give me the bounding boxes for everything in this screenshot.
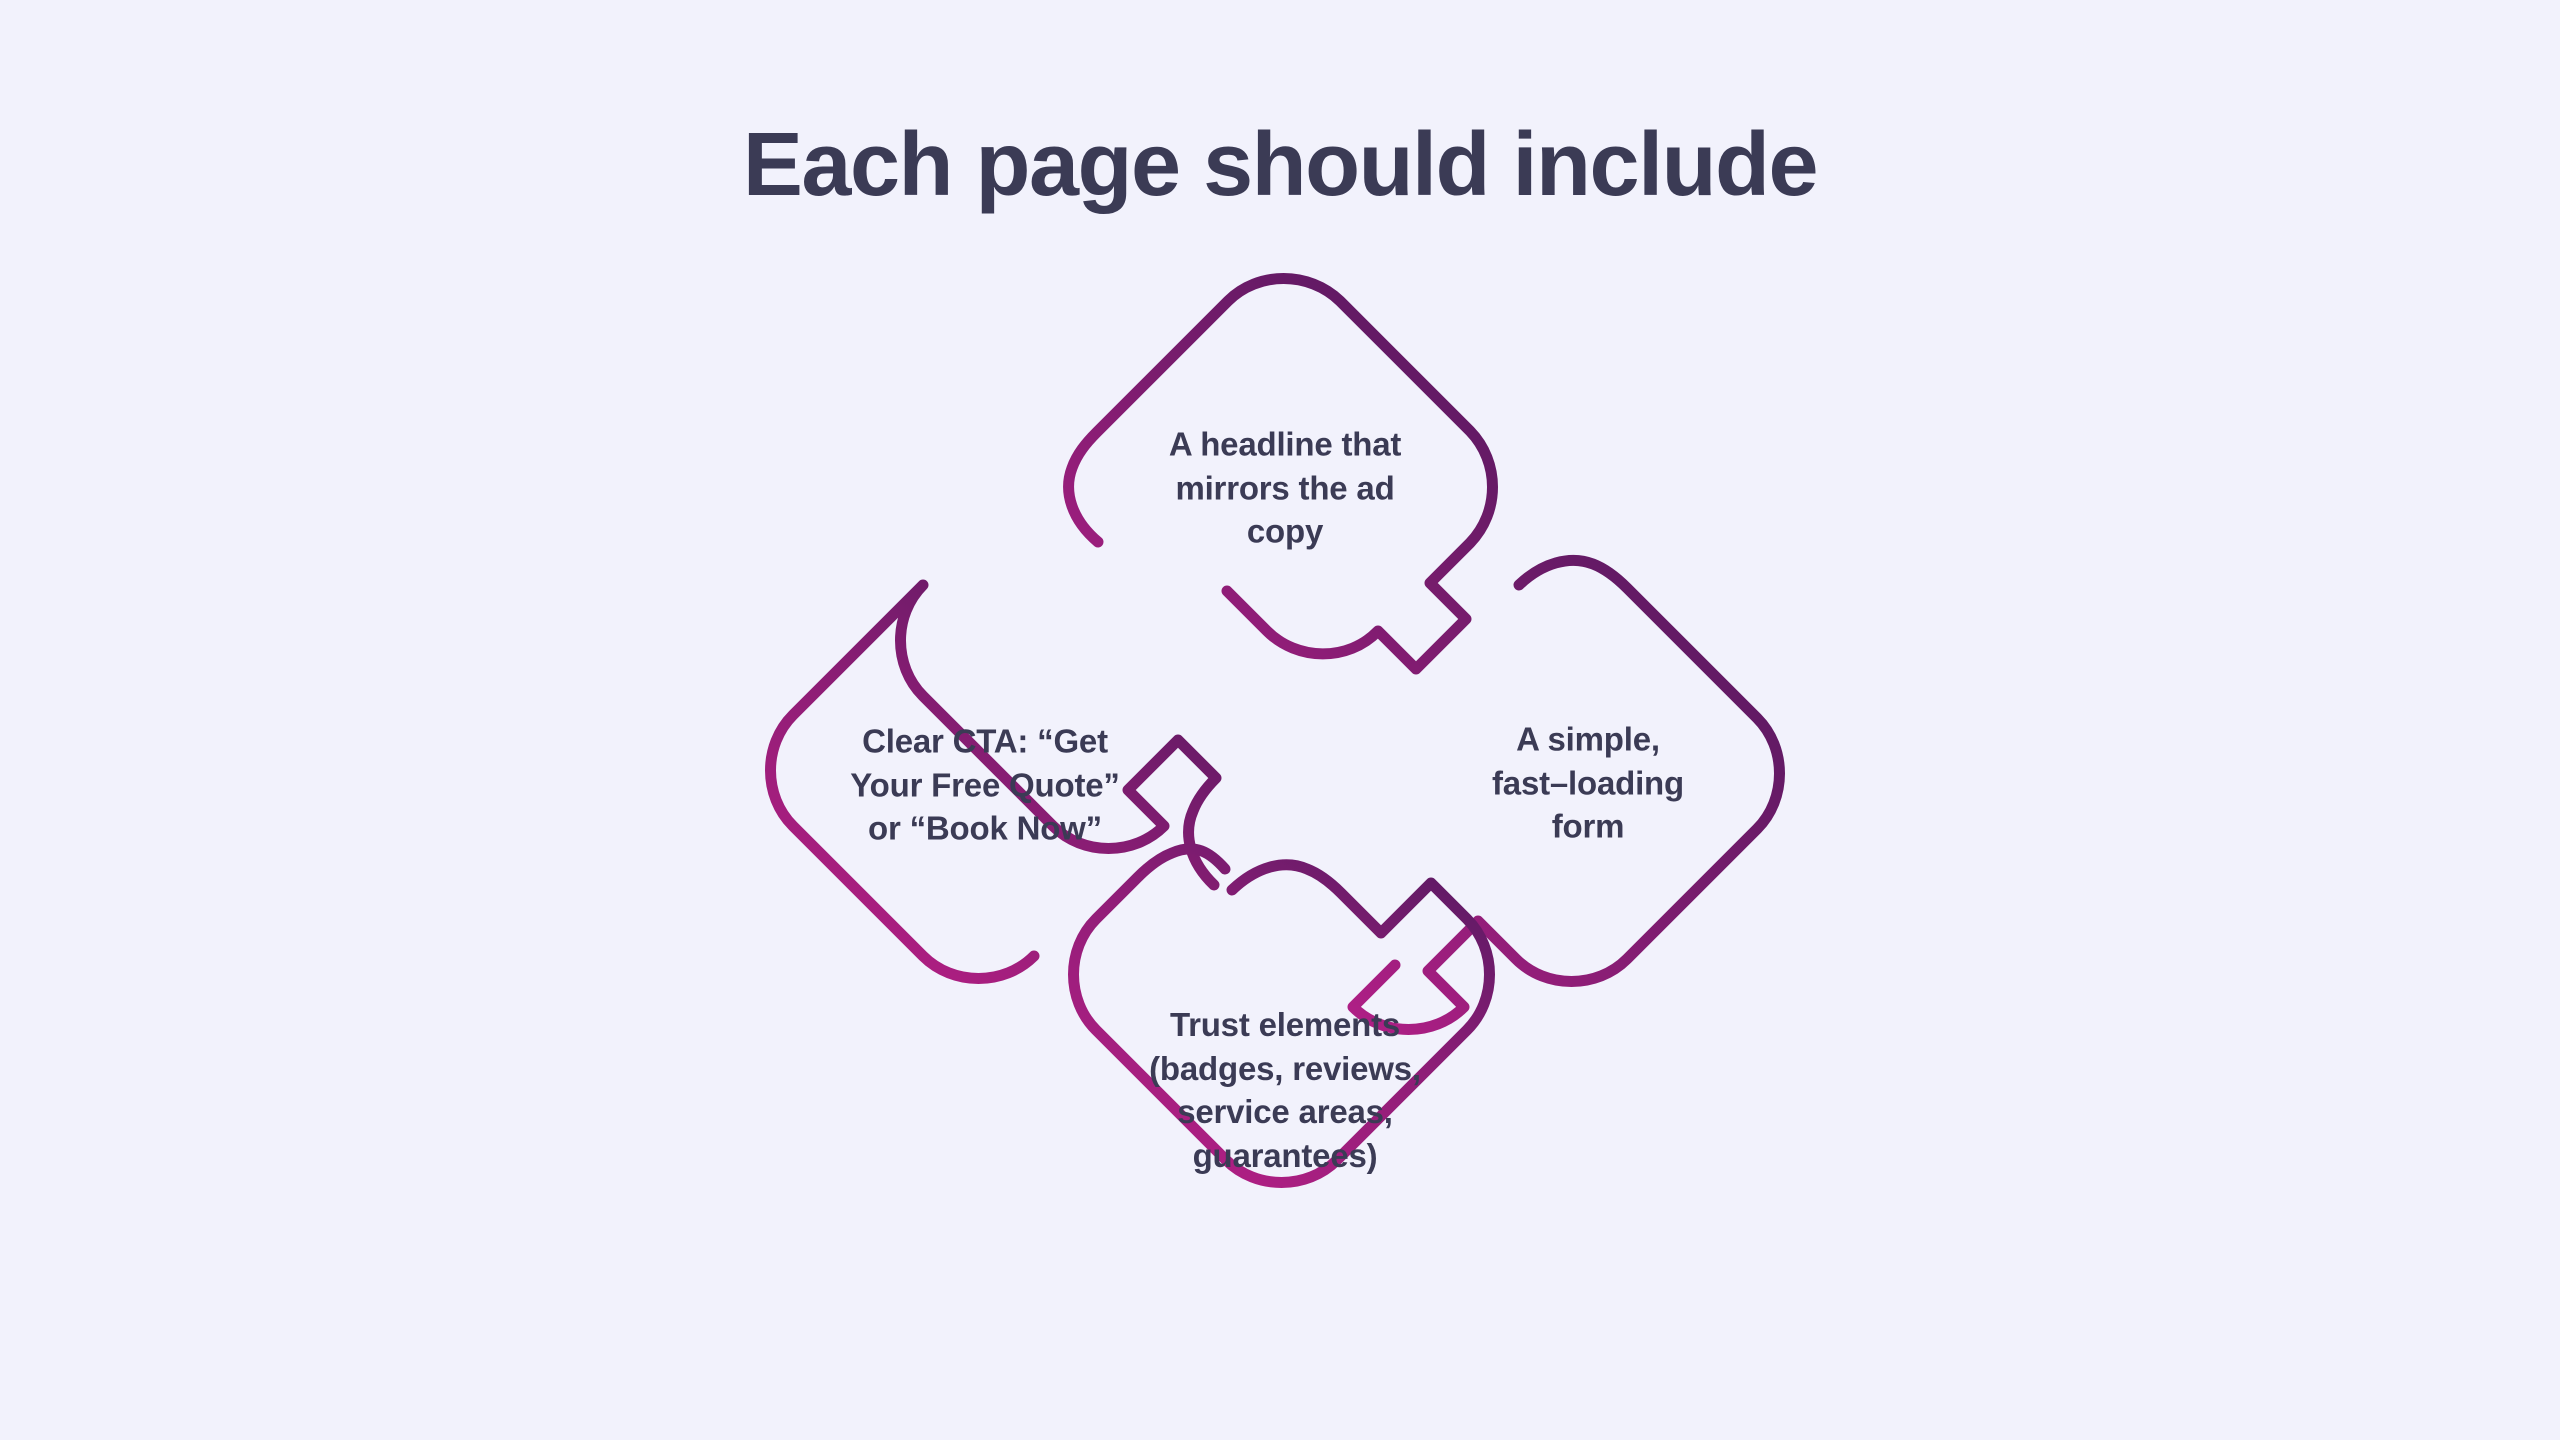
diamond-shape-headline <box>1063 273 1498 675</box>
diamond-shape-cta <box>765 579 1222 984</box>
diamond-shape-form <box>1347 554 1785 1035</box>
page-title: Each page should include <box>742 115 1819 215</box>
diamond-shape-trust <box>1068 843 1495 1188</box>
